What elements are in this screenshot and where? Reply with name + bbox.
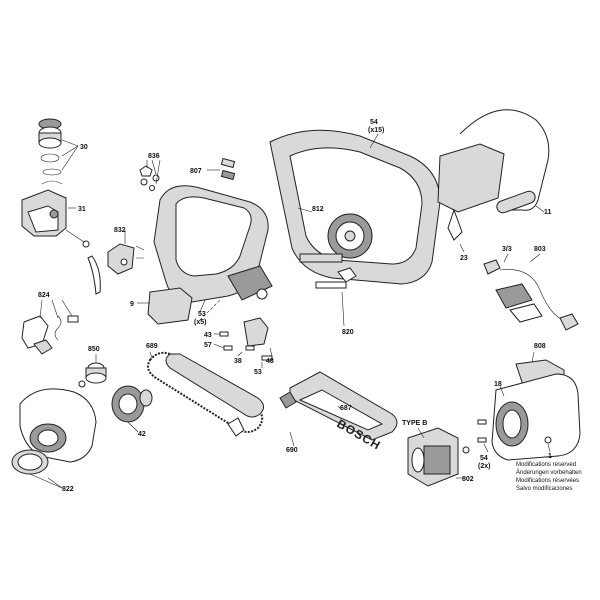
label-820: 820 [342,329,354,336]
label-687: 687 [340,405,352,412]
label-31: 31 [78,206,86,213]
label-11: 11 [544,209,552,216]
label-832: 832 [114,227,126,234]
label-690: 690 [286,447,298,454]
label-42: 42 [138,431,146,438]
note-line-4: Salvo modificaciones [516,486,572,492]
guard-plate-part [147,287,193,325]
label-38: 38 [234,358,242,365]
note-line-2: Änderungen vorbehalten [516,469,582,476]
sprocket-42 [111,385,153,423]
small-parts-836 [139,165,160,191]
saw-chain-689 [147,351,264,433]
label-54-top: 54 [370,119,378,126]
label-53-top-qty: (x5) [194,319,206,326]
motor-type-b-802 [407,427,470,487]
label-57: 57 [204,342,212,349]
switch-part-832 [107,243,145,275]
small-parts-807 [220,157,236,181]
label-808: 808 [534,343,546,350]
label-689: 689 [146,343,158,350]
label-54-top-qty: (x15) [368,127,384,134]
label-9: 9 [130,301,134,308]
gear-shaft-part [299,253,357,289]
label-824: 824 [38,292,50,299]
label-18: 18 [494,381,502,388]
label-53-bottom: 53 [254,369,262,376]
label-43: 43 [204,332,212,339]
motor-housing [491,359,581,461]
label-54-bottom-qty: (2x) [478,463,490,470]
label-54-bottom: 54 [480,455,488,462]
oil-tank-part [21,189,101,295]
housing-left-half [153,185,273,303]
label-30: 30 [80,144,88,151]
label-type-b: TYPE B [402,420,427,427]
housing-right-half [269,129,441,285]
label-23: 23 [460,255,468,262]
chain-cover-822 [11,388,97,475]
label-836: 836 [148,153,160,160]
front-handle-part [437,109,550,241]
label-850: 850 [88,346,100,353]
label-53-top: 53 [198,311,206,318]
label-3-3: 3/3 [502,246,512,253]
screws-54-bottom [477,419,487,443]
oil-cap-assembly [38,118,63,185]
modifications-note: Modifications reserved Änderungen vorbeh… [516,462,582,492]
switch-wiring-803 [483,259,579,331]
scabbard-687 [279,371,398,441]
screws-cluster [219,317,273,361]
guide-bar-690 [165,353,264,437]
label-812: 812 [312,206,324,213]
brake-lever-824 [21,315,79,355]
label-802: 802 [462,476,474,483]
label-803: 803 [534,246,546,253]
tensioner-850 [78,362,107,388]
note-line-3: Modifications réservées [516,478,579,484]
label-807: 807 [190,168,202,175]
label-48: 48 [266,358,274,365]
note-line-1: Modifications reserved [516,462,576,468]
label-822: 822 [62,486,74,493]
label-1: 1 [548,453,552,460]
